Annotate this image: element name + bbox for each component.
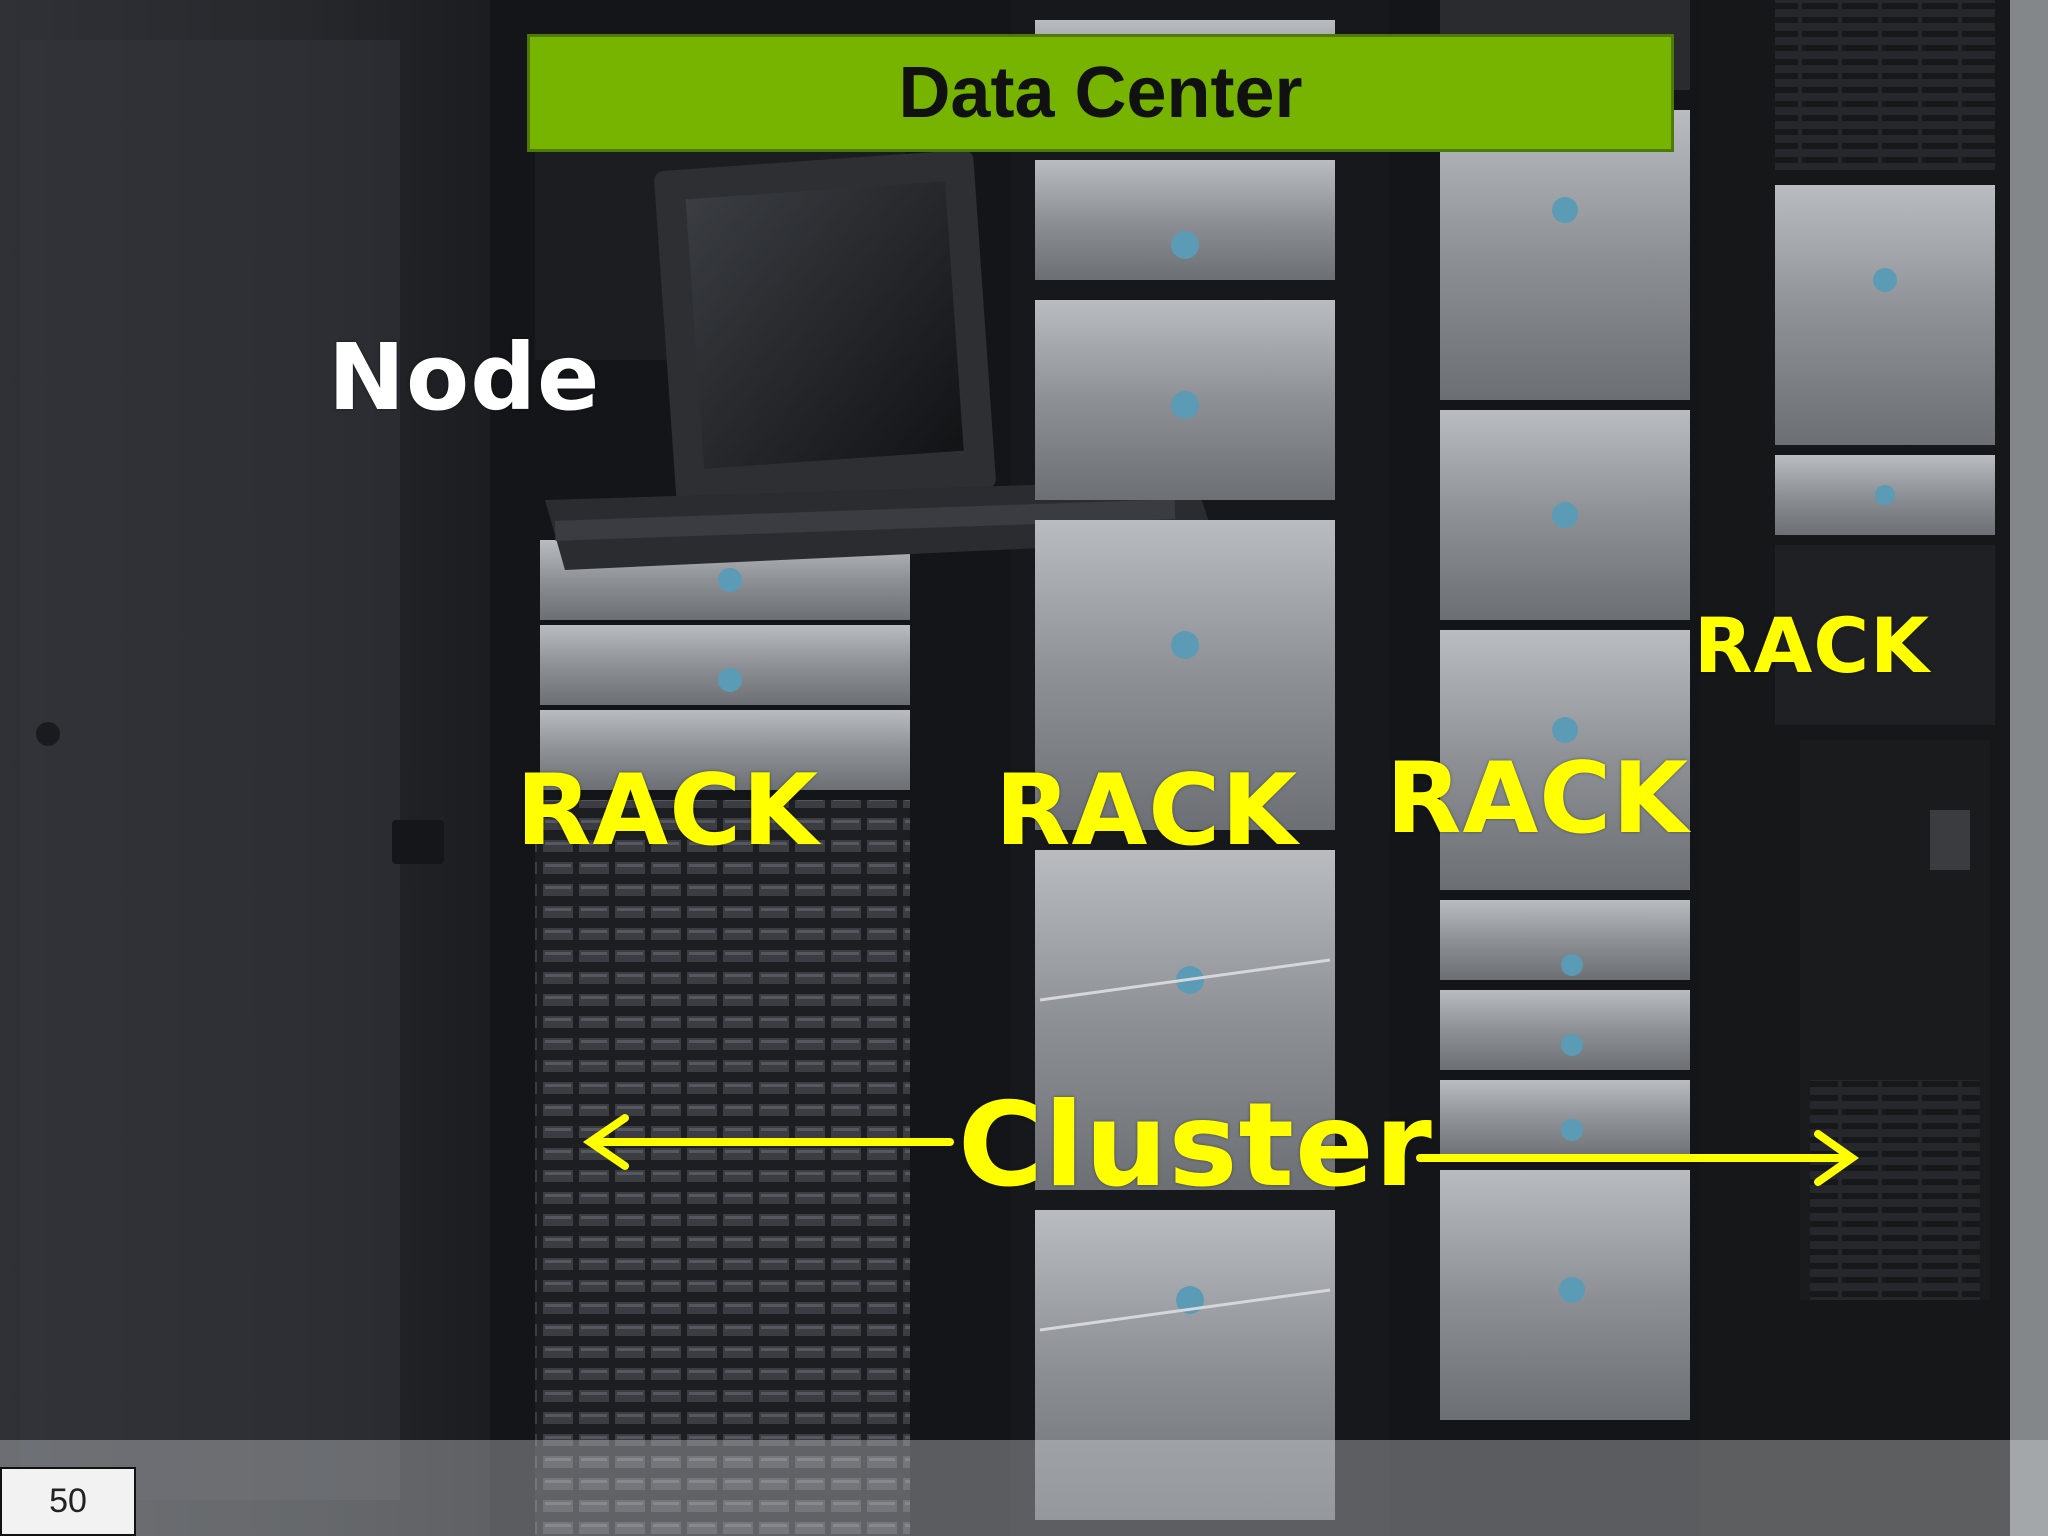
rack-label-2: RACK: [995, 754, 1299, 868]
cluster-left-arrow: [582, 1114, 954, 1170]
page-number: 50: [49, 1482, 87, 1520]
rack-label-3: RACK: [1386, 742, 1690, 856]
rack-label-1: RACK: [516, 754, 820, 868]
node-label: Node: [328, 324, 601, 431]
title-banner: Data Center: [527, 34, 1674, 152]
cluster-label: Cluster: [958, 1078, 1433, 1213]
cluster-right-arrow: [1416, 1130, 1859, 1186]
slide-title: Data Center: [898, 53, 1303, 133]
page-number-box: 50: [0, 1467, 136, 1536]
rack-label-4: RACK: [1694, 601, 1931, 690]
